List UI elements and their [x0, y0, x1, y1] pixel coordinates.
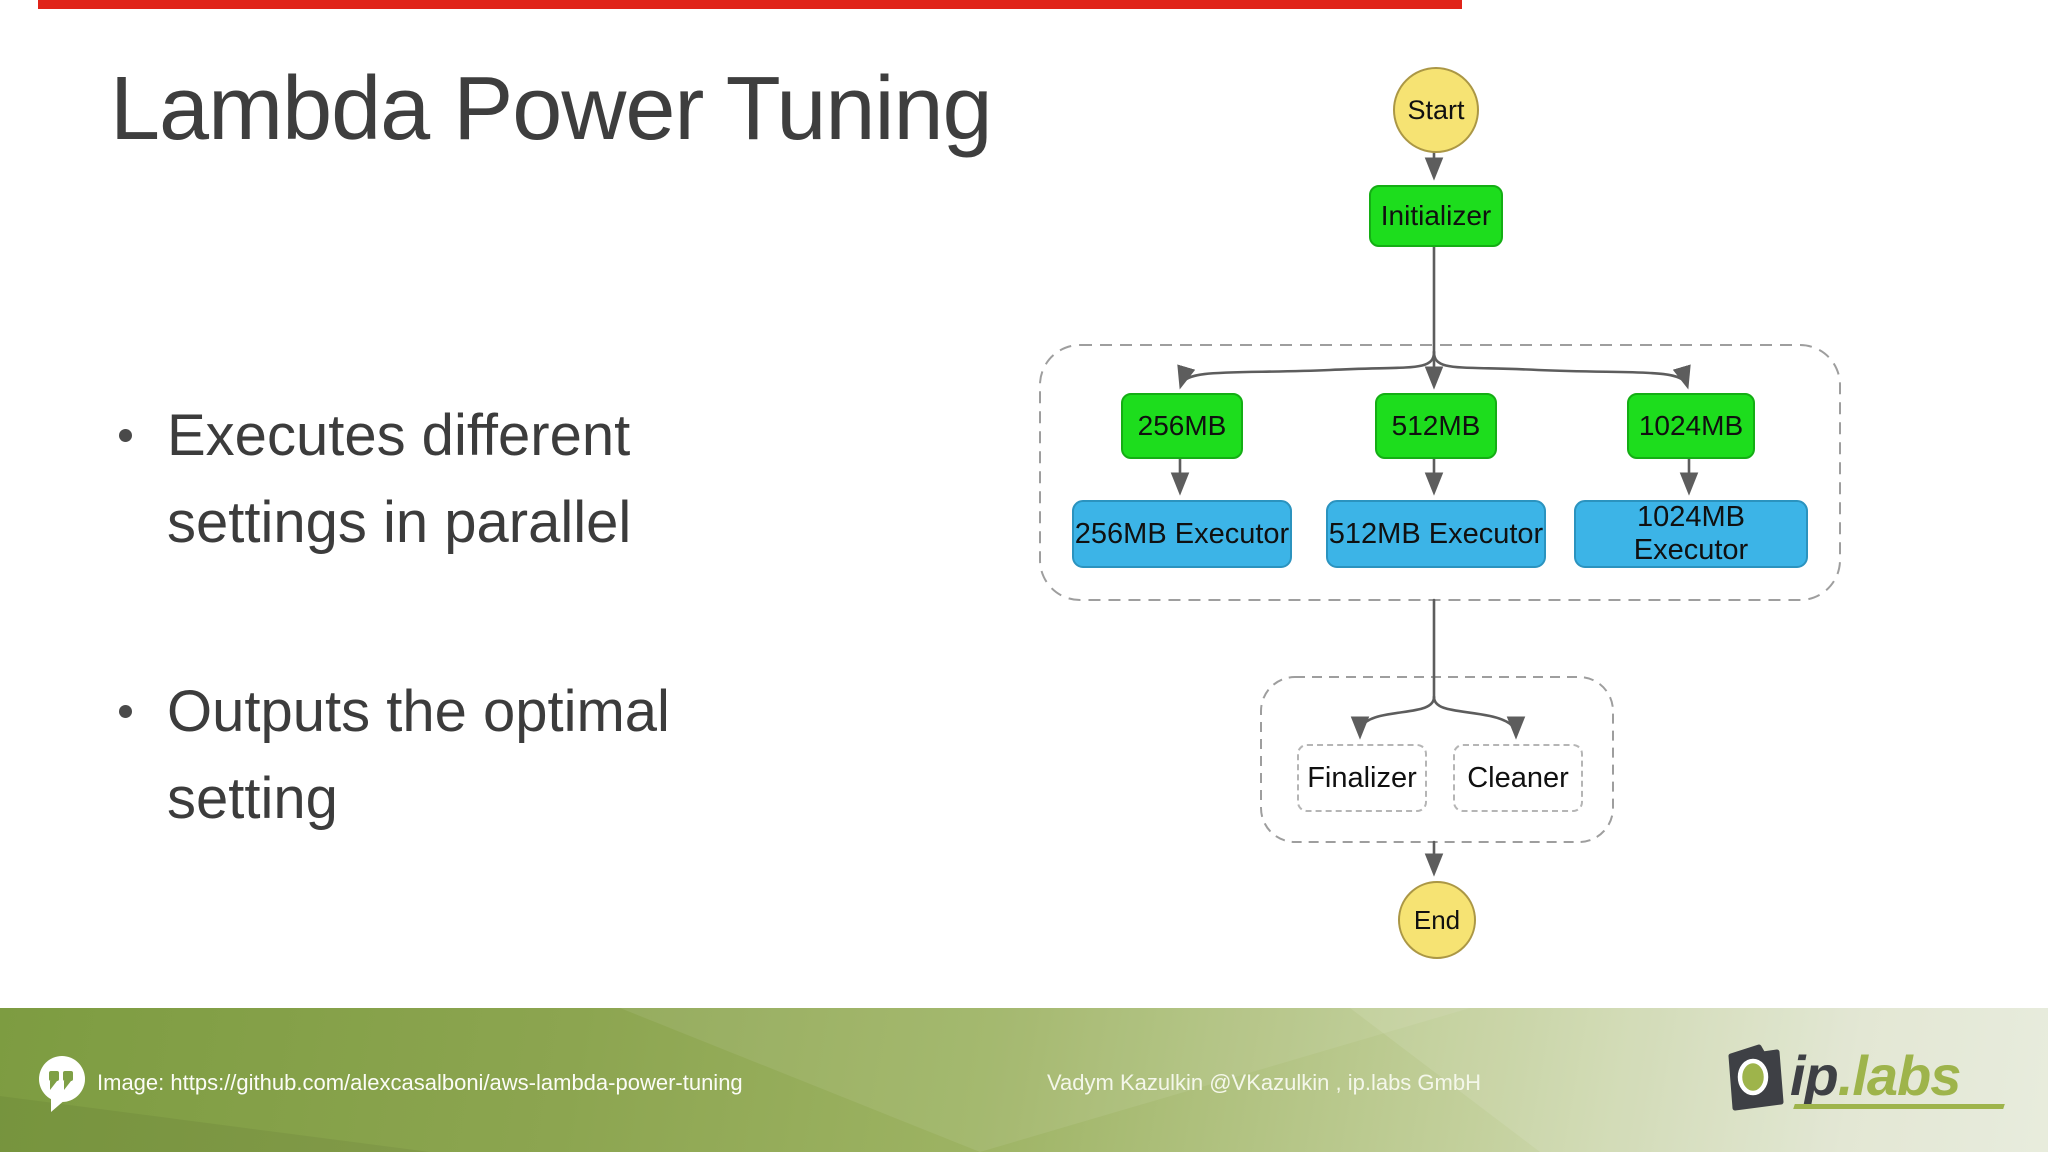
logo-underline: [1793, 1104, 2005, 1109]
node-finalizer: Finalizer: [1297, 744, 1427, 812]
author-credit-text: Vadym Kazulkin @VKazulkin , ip.labs GmbH: [1047, 1070, 1481, 1095]
bullet-item-optimal: Outputs the optimal setting: [117, 668, 692, 842]
iplabs-logo: ip.labs: [1724, 1040, 2014, 1118]
node-initializer: Initializer: [1369, 185, 1503, 247]
logo-dot: .: [1837, 1044, 1854, 1107]
bullet-text: Outputs the optimal setting: [167, 679, 670, 831]
page-title: Lambda Power Tuning: [110, 59, 993, 159]
bullet-item-parallel: Executes different settings in parallel: [117, 392, 692, 566]
top-red-progress-bar: [38, 0, 1462, 9]
bullet-dot: [119, 429, 132, 442]
node-256mb-executor: 256MB Executor: [1072, 500, 1292, 568]
bullet-text: Executes different settings in parallel: [167, 403, 632, 555]
node-end: End: [1398, 881, 1476, 959]
footer-bar: [0, 1008, 2048, 1152]
node-512mb-executor: 512MB Executor: [1326, 500, 1546, 568]
node-1024mb-executor: 1024MB Executor: [1574, 500, 1808, 568]
footer-facet-decoration: [0, 1008, 2048, 1152]
camera-icon: [1728, 1044, 1784, 1111]
image-credit-text: Image: https://github.com/alexcasalboni/…: [97, 1070, 743, 1095]
iplabs-logo-text: ip.labs: [1790, 1040, 1961, 1112]
quote-bubble-icon: [39, 1056, 85, 1112]
bullet-list: Executes different settings in parallel …: [117, 392, 692, 944]
node-cleaner: Cleaner: [1453, 744, 1583, 812]
logo-labs: labs: [1852, 1044, 1961, 1107]
node-1024mb: 1024MB: [1627, 393, 1755, 459]
node-512mb: 512MB: [1375, 393, 1497, 459]
bullet-dot: [119, 705, 132, 718]
node-start: Start: [1393, 67, 1479, 153]
logo-ip: ip: [1790, 1044, 1839, 1107]
node-256mb: 256MB: [1121, 393, 1243, 459]
